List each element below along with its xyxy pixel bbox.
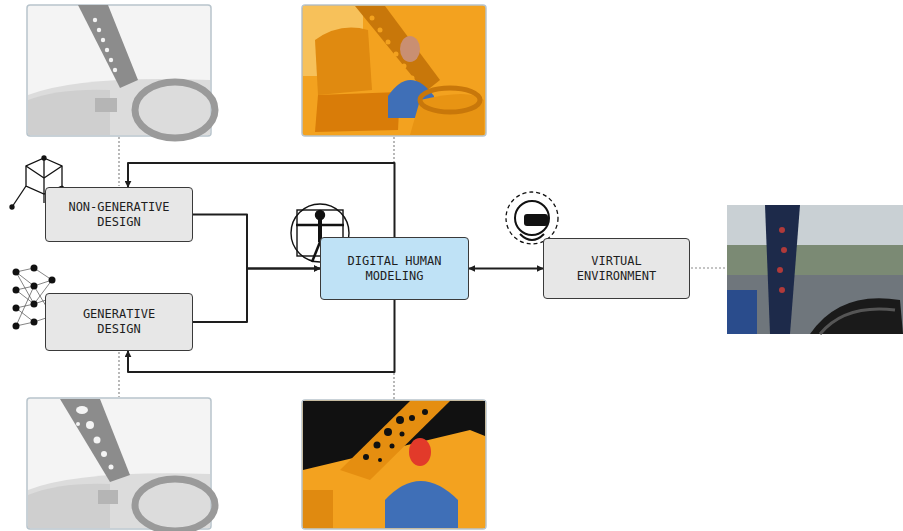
vr-headset-icon [506,192,558,244]
node-label: NON-GENERATIVE DESIGN [63,200,175,230]
node-label: GENERATIVE DESIGN [63,307,175,337]
node-label: DIGITAL HUMAN MODELING [339,254,451,284]
connector-arrow [193,269,320,323]
node-text-group: GENERATIVE DESIGN [63,307,175,337]
non-generative-render [27,5,215,138]
process-box: NON-GENERATIVE DESIGN [45,187,193,242]
node-label: VIRTUAL ENVIRONMENT [561,254,673,284]
node-text-group: DIGITAL HUMAN MODELING [339,254,451,284]
connector-arrow [469,268,543,270]
process-box: GENERATIVE DESIGN [45,293,193,351]
dhm-render-top [302,5,486,136]
dhm-render-bottom [302,400,486,529]
generative-render [27,398,215,531]
process-box: VIRTUAL ENVIRONMENT [543,238,690,299]
virtual-environment-photo [727,205,903,334]
node-text-group: VIRTUAL ENVIRONMENT [561,254,673,284]
node-text-group: NON-GENERATIVE DESIGN [63,200,175,230]
leader-lines [119,137,726,399]
central-box: DIGITAL HUMAN MODELING [320,237,469,300]
connector-arrow [193,215,320,269]
